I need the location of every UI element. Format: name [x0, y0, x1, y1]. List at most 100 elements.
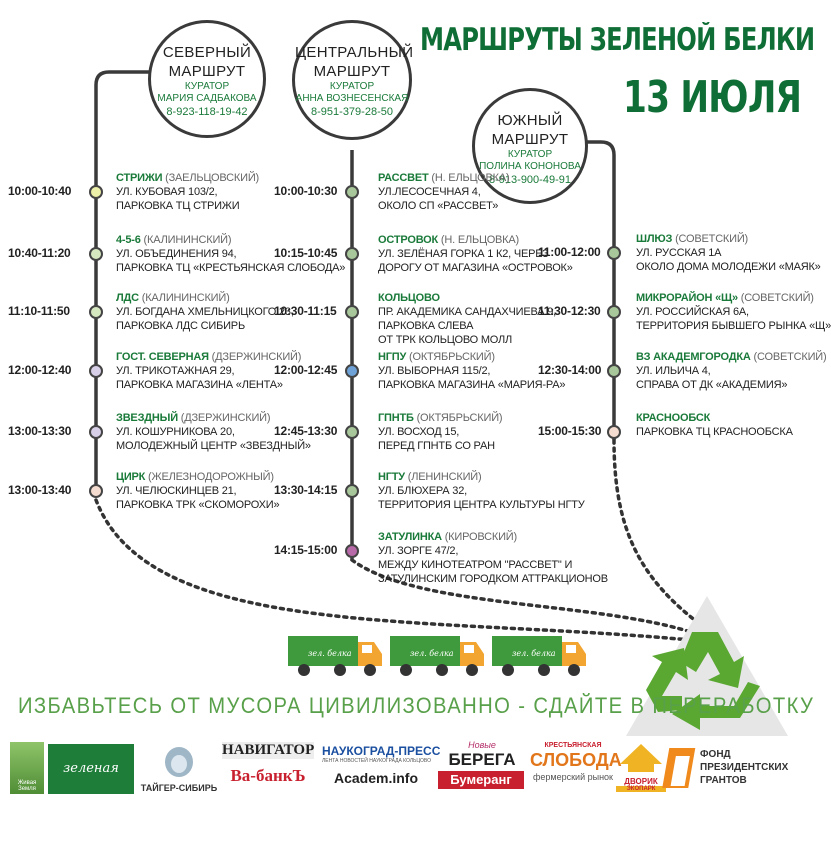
stop-time: 11:30-12:30	[538, 304, 601, 318]
stop-address-line: УЛ. ЗЕЛЁНАЯ ГОРКА 1 К2, ЧЕРЕЗ	[378, 248, 549, 260]
stop-district: (Н. ЕЛЬЦОВКА)	[438, 234, 519, 246]
stop-name: МИКРОРАЙОН «Щ»	[636, 292, 738, 304]
stop-marker	[89, 364, 103, 378]
berega-top: Новые	[468, 740, 496, 750]
curator-phone: 8-913-900-49-91	[489, 174, 571, 186]
stop-info: ЦИРК (ЖЕЛЕЗНОДОРОЖНЫЙ)УЛ. ЧЕЛЮСКИНЦЕВ 21…	[116, 470, 280, 512]
stop-address-line: ПАРКОВКА МАГАЗИНА «ЛЕНТА»	[116, 379, 283, 391]
stop-marker	[89, 185, 103, 199]
stop-time: 15:00-15:30	[538, 424, 602, 438]
stop-address-line: УЛ. ВЫБОРНАЯ 115/2,	[378, 365, 491, 377]
truck-icon: зел. белка	[492, 636, 586, 676]
stop-time: 13:00-13:30	[8, 424, 72, 438]
stop-address-line: МОЛОДЕЖНЫЙ ЦЕНТР «ЗВЕЗДНЫЙ»	[116, 440, 311, 452]
stop-name: ГПНТБ	[378, 412, 414, 424]
academ-logo: Academ.info	[333, 770, 418, 786]
stop-info: ВЗ АКАДЕМГОРОДКА (СОВЕТСКИЙ) УЛ. ИЛЬИЧА 4…	[636, 350, 827, 392]
stop-info: ГОСТ. СЕВЕРНАЯ (ДЗЕРЖИНСКИЙ)УЛ. ТРИКОТАЖ…	[116, 350, 301, 392]
route-name: МАРШРУТ	[491, 131, 569, 148]
stop-info: ЛДС (КАЛИНИНСКИЙ)УЛ. БОГДАНА ХМЕЛЬНИЦКОГ…	[116, 291, 294, 333]
page-title: МАРШРУТЫ ЗЕЛЕНОЙ БЕЛКИ	[420, 22, 815, 58]
stop-district: (СОВЕТСКИЙ)	[750, 351, 827, 363]
stop-address-line: УЛ. ЧЕЛЮСКИНЦЕВ 21,	[116, 485, 237, 497]
stop-address-line: УЛ. РУССКАЯ 1А	[636, 247, 722, 259]
stop-address-line: ДОРОГУ ОТ МАГАЗИНА «ОСТРОВОК»	[378, 262, 573, 274]
stop-name: РАССВЕТ	[378, 172, 429, 184]
stop-marker	[345, 185, 359, 199]
stop-marker	[607, 425, 621, 439]
zelenaya-belka-logo: зеленая белка	[48, 744, 134, 826]
stop-address-line: УЛ. БОГДАНА ХМЕЛЬНИЦКОГО 23,	[116, 306, 294, 318]
stop-district: (ОКТЯБРЬСКИЙ)	[406, 351, 495, 363]
stop-time: 10:30-11:15	[274, 304, 337, 318]
stop-address-line: ПАРКОВКА МАГАЗИНА «МАРИЯ-РА»	[378, 379, 566, 391]
curator-label: КУРАТОР	[184, 81, 230, 92]
truck-icon: зел. белка	[390, 636, 484, 676]
stop-marker	[89, 425, 103, 439]
sloboda-top: КРЕСТЬЯНСКАЯ	[544, 742, 602, 749]
stop-time: 10:15-10:45	[274, 246, 338, 260]
stop-name: КРАСНООБСК	[636, 412, 711, 424]
route-name: СЕВЕРНЫЙ	[162, 44, 252, 61]
dvorik-logo: ДВОРИК ЭКОПАРК	[616, 742, 666, 796]
stop-info: СТРИЖИ (ЗАЕЛЬЦОВСКИЙ)УЛ. КУБОВАЯ 103/2,П…	[116, 171, 259, 213]
naukograd-subtitle: ЛЕНТА НОВОСТЕЙ НАУКОГРАДА КОЛЬЦОВО	[322, 758, 431, 764]
stop-marker	[345, 305, 359, 319]
stop-address-line: УЛ. ОБЪЕДИНЕНИЯ 94,	[116, 248, 237, 260]
stop-address-line: ЗАТУЛИНСКИМ ГОРОДКОМ АТТРАКЦИОНОВ	[378, 573, 608, 585]
stop-district: (ЗАЕЛЬЦОВСКИЙ)	[162, 172, 260, 184]
stop-time: 13:00-13:40	[8, 483, 72, 497]
stop-info: МИКРОРАЙОН «Щ» (СОВЕТСКИЙ)УЛ. РОССИЙСКАЯ…	[636, 291, 831, 333]
stop-address-line: УЛ. ЗОРГЕ 47/2,	[378, 545, 459, 557]
stop-address-line: УЛ. БЛЮХЕРА 32,	[378, 485, 467, 497]
stop-district: (ДЗЕРЖИНСКИЙ)	[177, 412, 271, 424]
stop-district: (ОКТЯБРЬСКИЙ)	[413, 412, 503, 424]
stop-info: КОЛЬЦОВО ПР. АКАДЕМИКА САНДАХЧИЕВА 9, ПАРК…	[378, 291, 556, 347]
stop-name: ЦИРК	[116, 471, 146, 483]
stop-marker	[89, 484, 103, 498]
recycling-icon	[626, 596, 788, 736]
stop-time: 11:10-11:50	[8, 304, 70, 318]
stop-marker	[345, 425, 359, 439]
route-name: МАРШРУТ	[313, 63, 391, 80]
stop-name: ВЗ АКАДЕМГОРОДКА	[636, 351, 751, 363]
curator-label: КУРАТОР	[329, 81, 375, 92]
navigator-logo: НАВИГАТОР	[222, 742, 315, 759]
stop-district: (ДЗЕРЖИНСКИЙ)	[208, 351, 302, 363]
stop-name: КОЛЬЦОВО	[378, 292, 440, 304]
svg-text:зел. белка: зел. белка	[308, 649, 352, 658]
sponsors-row: Живая Земля зеленая белка ТАЙГЕР-СИБИРЬ …	[0, 738, 800, 826]
stop-time: 12:00-12:45	[274, 363, 338, 377]
stop-name: НГТУ	[378, 471, 405, 483]
zhivaya-zemlya-logo: Живая Земля	[10, 742, 44, 794]
stop-address-line: ПАРКОВКА ТЦ КРАСНООБСКА	[636, 426, 793, 438]
garbage-trucks: зел. белка зел. белка зел. белка	[288, 636, 586, 676]
stop-address-line: ПАРКОВКА СЛЕВА	[378, 320, 474, 332]
curator-name: АННА ВОЗНЕСЕНСКАЯ	[295, 93, 409, 104]
stop-time: 12:00-12:40	[8, 363, 72, 377]
stop-marker	[89, 305, 103, 319]
stop-marker	[345, 544, 359, 558]
stop-marker	[89, 247, 103, 261]
svg-text:зел. белка: зел. белка	[410, 649, 454, 658]
bumerang-logo: Бумеранг	[438, 771, 524, 789]
stop-name: ОСТРОВОК	[378, 234, 439, 246]
berega-logo: БЕРЕГА	[448, 750, 516, 769]
stop-marker	[607, 305, 621, 319]
stop-address-line: ПАРКОВКА ЛДС СИБИРЬ	[116, 320, 245, 332]
stop-info: НГТУ (ЛЕНИНСКИЙ)УЛ. БЛЮХЕРА 32,ТЕРРИТОРИ…	[378, 470, 585, 512]
stop-address-line: ПР. АКАДЕМИКА САНДАХЧИЕВА 9,	[378, 306, 557, 318]
stop-name: ШЛЮЗ	[636, 233, 673, 245]
stop-name: СТРИЖИ	[116, 172, 163, 184]
stop-info: ГПНТБ (ОКТЯБРЬСКИЙ)УЛ. ВОСХОД 15,ПЕРЕД Г…	[378, 411, 503, 453]
stop-address-line: ПАРКОВКА ТРК «СКОМОРОХИ»	[116, 499, 280, 511]
stop-address-line: УЛ. РОССИЙСКАЯ 6А,	[636, 306, 749, 318]
stop-address-line: ТЕРРИТОРИЯ ЦЕНТРА КУЛЬТУРЫ НГТУ	[378, 499, 585, 511]
stop-name: 4-5-6	[116, 234, 141, 246]
stop-address-line: ТЕРРИТОРИЯ БЫВШЕГО РЫНКА «Щ»	[636, 320, 831, 332]
route-name: ЦЕНТРАЛЬНЫЙ	[295, 44, 414, 61]
stop-address-line: УЛ. ИЛЬИЧА 4,	[636, 365, 711, 377]
stop-district: (Н. ЕЛЬЦОВКА)	[428, 172, 510, 184]
slogan: ИЗБАВЬТЕСЬ ОТ МУСОРА ЦИВИЛИЗОВАННО - СДА…	[18, 693, 815, 718]
stop-district: (КИРОВСКИЙ)	[441, 531, 517, 543]
